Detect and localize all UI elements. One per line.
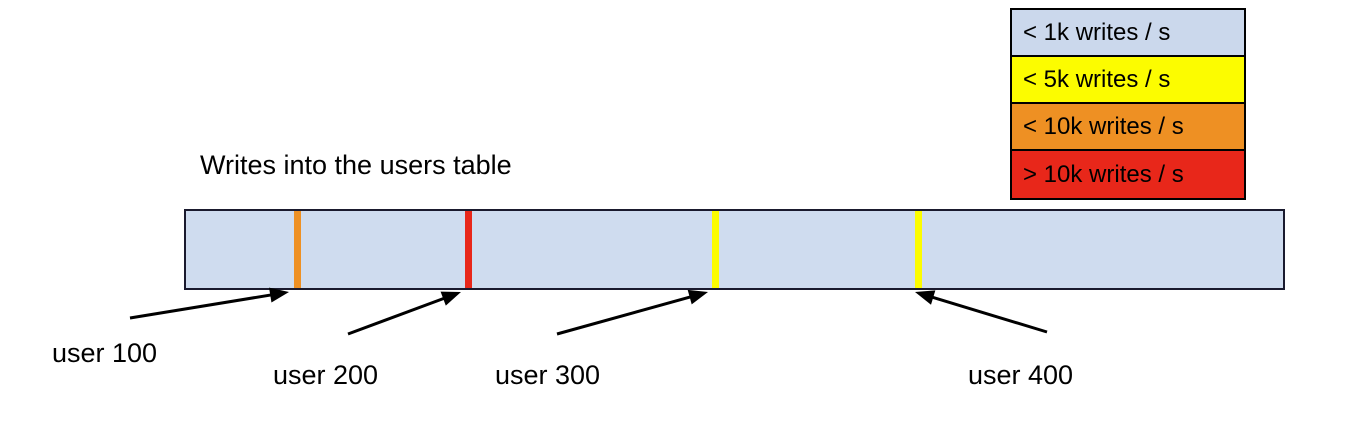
stripe-user-100 xyxy=(294,211,301,288)
arrow-line-1 xyxy=(347,295,448,336)
user-label-1: user 200 xyxy=(273,360,379,390)
legend-label-1: < 5k writes / s xyxy=(1023,65,1171,93)
legend-row-2: < 10k writes / s xyxy=(1012,104,1244,151)
arrow-line-0 xyxy=(129,292,275,320)
arrow-head-3 xyxy=(915,290,936,305)
legend-label-0: < 1k writes / s xyxy=(1023,18,1171,46)
users-table-bar xyxy=(184,209,1285,290)
stripe-user-400 xyxy=(915,211,922,288)
diagram-caption: Writes into the users table xyxy=(200,150,512,180)
arrow-line-3 xyxy=(928,294,1048,334)
arrow-line-2 xyxy=(556,294,694,336)
stripe-user-200 xyxy=(465,211,472,288)
legend-row-0: < 1k writes / s xyxy=(1012,10,1244,57)
legend-row-3: > 10k writes / s xyxy=(1012,151,1244,198)
legend-row-1: < 5k writes / s xyxy=(1012,57,1244,104)
arrow-head-1 xyxy=(440,291,461,306)
user-label-0: user 100 xyxy=(52,338,158,368)
arrow-head-2 xyxy=(687,289,708,305)
user-label-3: user 400 xyxy=(968,360,1074,390)
stripe-user-300 xyxy=(712,211,719,288)
legend-label-2: < 10k writes / s xyxy=(1023,112,1184,140)
legend-label-3: > 10k writes / s xyxy=(1023,160,1184,188)
user-label-2: user 300 xyxy=(495,360,601,390)
write-rate-legend: < 1k writes / s < 5k writes / s < 10k wr… xyxy=(1010,8,1246,200)
